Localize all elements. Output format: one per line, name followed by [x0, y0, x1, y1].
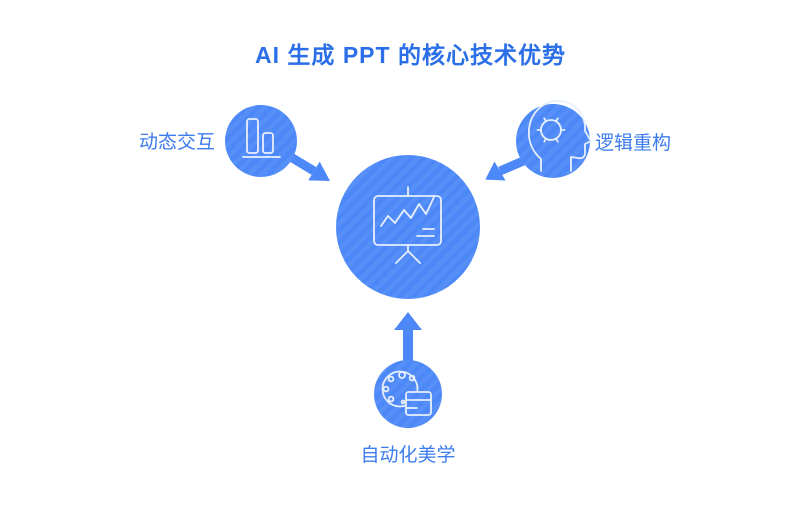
palette-icon	[381, 370, 432, 416]
topleft-node-circle	[225, 105, 297, 177]
center-node-circle	[336, 155, 480, 299]
page-title: AI 生成 PPT 的核心技术优势	[255, 42, 566, 68]
bar-chart-icon	[242, 118, 281, 158]
topright-node-circle	[516, 104, 590, 178]
label-dynamic-interaction: 动态交互	[138, 132, 215, 153]
label-logic-restructure: 逻辑重构	[595, 133, 672, 154]
presentation-chart-icon	[373, 186, 442, 264]
label-automated-aesthetics: 自动化美学	[360, 445, 456, 466]
head-gear-icon	[528, 100, 592, 172]
arrow-topright-to-center	[485, 154, 530, 181]
